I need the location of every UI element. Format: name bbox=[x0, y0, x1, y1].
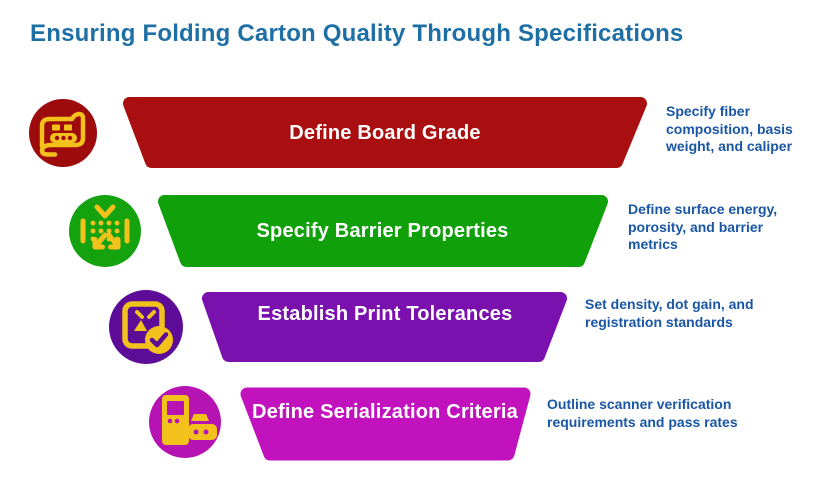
barrier-properties-icon bbox=[69, 195, 141, 267]
print-tolerances-icon bbox=[109, 290, 183, 364]
step-1-description: Specify fiber composition, basis weight,… bbox=[666, 103, 793, 154]
barrier-icon-circle bbox=[69, 195, 141, 267]
funnel-band-print-tolerances bbox=[202, 292, 567, 362]
step-3-description: Set density, dot gain, and registration … bbox=[585, 296, 754, 330]
funnel-band-board-grade bbox=[123, 97, 647, 168]
funnel-band-barrier-properties bbox=[158, 195, 608, 267]
step-2-label: Specify Barrier Properties bbox=[256, 220, 509, 242]
step-1-label: Define Board Grade bbox=[289, 122, 481, 144]
page-title: Ensuring Folding Carton Quality Through … bbox=[30, 20, 684, 47]
step-4-description: Outline scanner verification requirement… bbox=[547, 396, 738, 430]
funnel-band-serialization bbox=[240, 387, 531, 461]
serialization-icon bbox=[149, 386, 221, 458]
board-grade-icon bbox=[29, 99, 97, 167]
step-3-label: Establish Print Tolerances bbox=[257, 303, 513, 325]
print-icon-circle bbox=[109, 290, 183, 364]
step-4-label: Define Serialization Criteria bbox=[252, 401, 518, 423]
step-2-description: Define surface energy, porosity, and bar… bbox=[628, 201, 778, 252]
